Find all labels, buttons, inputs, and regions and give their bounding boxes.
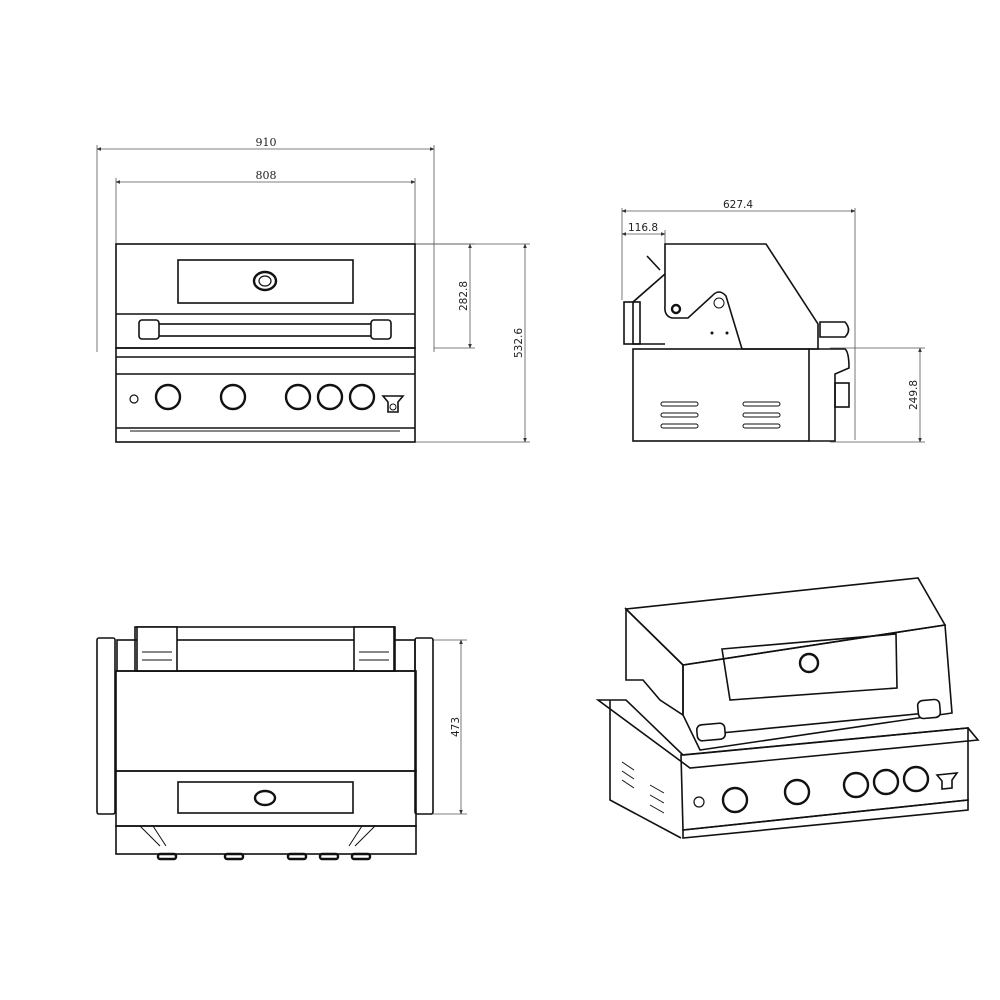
dimension-label-473: 473 [450, 717, 462, 737]
dimension-label-282-8: 282.8 [458, 281, 470, 311]
dimension-label-532-6: 532.6 [513, 328, 525, 358]
vent-slots [660, 401, 781, 429]
burner-knob-icon [842, 771, 870, 799]
dimension-532-6: 532.6 [415, 244, 530, 442]
side-view: 627.4 116.8 249.8 [622, 199, 925, 442]
burner-knob-icon [348, 383, 376, 411]
ignition-button-icon [129, 394, 139, 404]
top-view: 473 [96, 626, 467, 861]
dimension-label-116-8: 116.8 [628, 222, 658, 234]
hood-handle [138, 319, 392, 340]
dimension-473: 473 [432, 640, 467, 814]
hood-window-top [177, 781, 354, 814]
dimension-label-249-8: 249.8 [908, 380, 920, 410]
knobs-front [154, 383, 376, 411]
burner-knob-icon [316, 383, 344, 411]
dimension-label-808: 808 [256, 169, 277, 182]
dimension-label-627-4: 627.4 [723, 199, 753, 211]
burner-knob-icon [154, 383, 182, 411]
bottle-opener-icon [935, 772, 959, 790]
dimension-808: 808 [116, 169, 415, 244]
dimension-249-8: 249.8 [830, 348, 925, 442]
dimension-282-8: 282.8 [415, 244, 475, 348]
burner-knob-icon [902, 765, 930, 793]
burner-knob-icon [284, 383, 312, 411]
burner-knob-icon [219, 383, 247, 411]
dimension-label-910: 910 [256, 136, 277, 149]
control-panel-body [115, 347, 416, 443]
bottle-opener-icon [381, 395, 405, 413]
burner-knob-icon [872, 768, 900, 796]
isometric-view [595, 577, 980, 839]
dimension-910: 910 [97, 136, 434, 352]
knobs-top [156, 852, 372, 861]
hood-side [664, 243, 819, 350]
front-view: 910 808 282.8 532.6 [97, 136, 530, 443]
knobs-iso [721, 765, 930, 814]
iso-hood-window [721, 633, 898, 701]
dimension-627-4: 627.4 [622, 199, 855, 440]
dimension-116-8: 116.8 [622, 222, 665, 246]
hood-top [115, 670, 417, 772]
handle-side [819, 321, 850, 338]
burner-knob-icon [721, 786, 749, 814]
thermometer-icon [252, 270, 278, 292]
hood-window [177, 259, 354, 304]
body-side [632, 348, 810, 442]
burner-knob-icon [783, 778, 811, 806]
